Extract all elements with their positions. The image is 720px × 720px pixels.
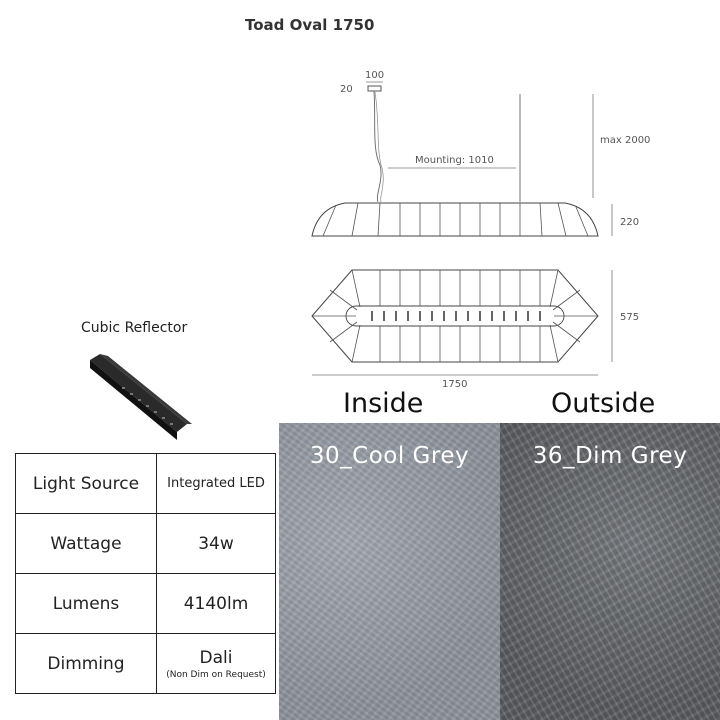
spec-value: 34w [156,513,276,574]
outside-finish-name: 36_Dim Grey [532,443,688,469]
outside-heading: Outside [551,388,656,419]
body-length-dimension: 1750 [442,379,467,390]
spec-value: Dali [199,647,233,668]
spec-value: Integrated LED [156,453,276,514]
plan-view [311,269,599,363]
spec-row-light-source: Light Source Integrated LED [15,453,276,514]
outside-finish-swatch: 36_Dim Grey [500,423,720,720]
canopy-shape [367,85,382,92]
side-elevation [311,202,599,237]
spec-value-cell: Dali (Non Dim on Request) [156,633,276,694]
inside-finish-swatch: 30_Cool Grey [279,423,500,720]
spec-row-lumens: Lumens 4140lm [15,573,276,634]
spec-row-dimming: Dimming Dali (Non Dim on Request) [15,633,276,694]
canopy-width-dimension: 100 [365,70,384,81]
spec-label: Dimming [15,633,157,694]
body-height-dimension: 220 [620,217,639,228]
technical-drawing: 100 20 Mounting: 1010 max 2000 220 [311,70,650,390]
max-drop-dimension: max 2000 [600,135,650,146]
suspension-cable-left [373,90,382,203]
cubic-reflector-image [90,354,192,440]
spec-value: 4140lm [156,573,276,634]
spec-row-wattage: Wattage 34w [15,513,276,574]
spec-label: Lumens [15,573,157,634]
product-title: Toad Oval 1750 [245,16,375,34]
inside-heading: Inside [343,388,424,419]
spec-label: Wattage [15,513,157,574]
reflector-label: Cubic Reflector [81,320,188,336]
spec-table: Light Source Integrated LED Wattage 34w … [15,453,276,694]
spec-note: (Non Dim on Request) [166,669,266,680]
inside-finish-name: 30_Cool Grey [309,443,470,469]
mounting-dimension: Mounting: 1010 [415,155,494,166]
spec-label: Light Source [15,453,157,514]
canopy-height-dimension: 20 [340,84,353,95]
body-depth-dimension: 575 [620,312,639,323]
